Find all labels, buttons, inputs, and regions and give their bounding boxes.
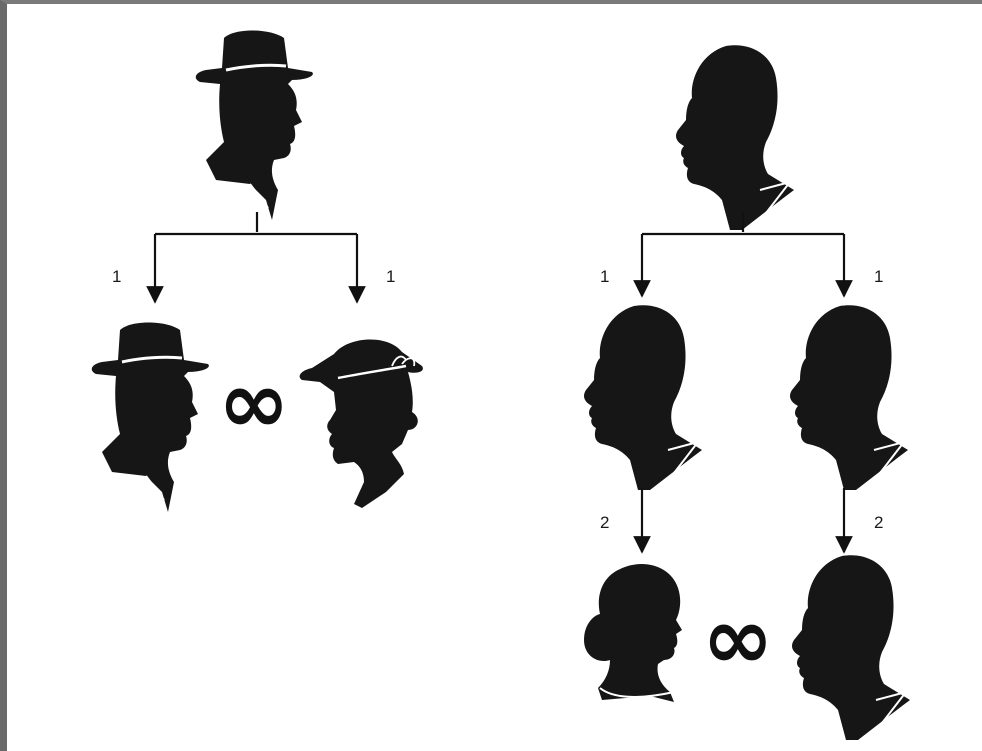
man-silhouette-icon	[791, 554, 911, 741]
woman-with-hat-silhouette-icon	[298, 338, 425, 510]
branch-label: 1	[386, 267, 395, 286]
infinity-symbol: ∞	[218, 353, 290, 453]
man-silhouette-icon	[583, 304, 703, 491]
branch-label: 2	[874, 513, 883, 532]
branch-label: 1	[600, 267, 609, 286]
branch-label: 1	[112, 267, 121, 286]
man-silhouette-icon	[675, 44, 795, 231]
man-with-hat-silhouette-icon	[90, 321, 211, 514]
branch-label: 2	[600, 513, 609, 532]
man-silhouette-icon	[789, 304, 909, 491]
man-with-hat-silhouette-icon	[194, 29, 315, 222]
woman-silhouette-icon	[583, 563, 683, 703]
branch-label: 1	[874, 267, 883, 286]
infinity-symbol: ∞	[702, 589, 774, 689]
